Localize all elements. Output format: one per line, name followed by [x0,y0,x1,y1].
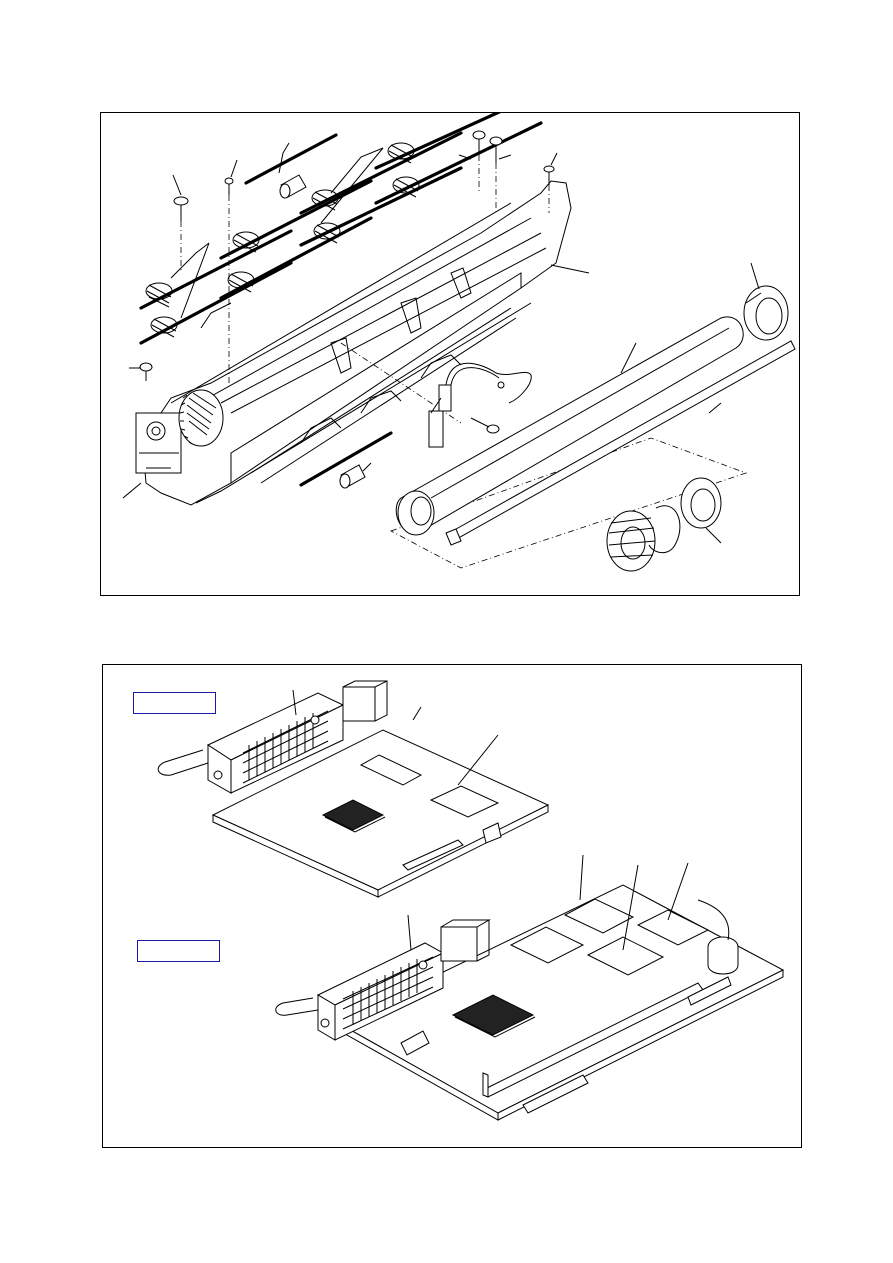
pcb-variant-label-1 [133,692,216,714]
bushing-icon [279,174,366,489]
bearing-ring [743,285,789,341]
leader-lines [122,142,760,544]
screw-icon [139,130,555,434]
sensor-harness [428,362,532,448]
heat-roller [395,316,744,536]
roller-gear-set [606,477,722,572]
pressure-wires [139,113,543,487]
main-pcb-figure [102,664,802,1148]
fuser-unit-drawing [122,113,796,572]
fuser-unit-figure [100,112,800,596]
pcb-board-upper [157,680,550,898]
pcb-variant-label-2 [137,940,220,962]
main-pcb-drawing [157,680,785,1121]
connector-icon [157,689,345,794]
fuser-frame [135,180,572,506]
ic-chip-icon [451,898,710,1038]
pcb-board-lower [275,854,785,1121]
pressure-roller [445,340,796,546]
gear-icon [178,389,224,447]
connector-icon [275,914,445,1041]
ic-chip-icon [321,754,500,833]
capacitor-icon [697,899,739,975]
